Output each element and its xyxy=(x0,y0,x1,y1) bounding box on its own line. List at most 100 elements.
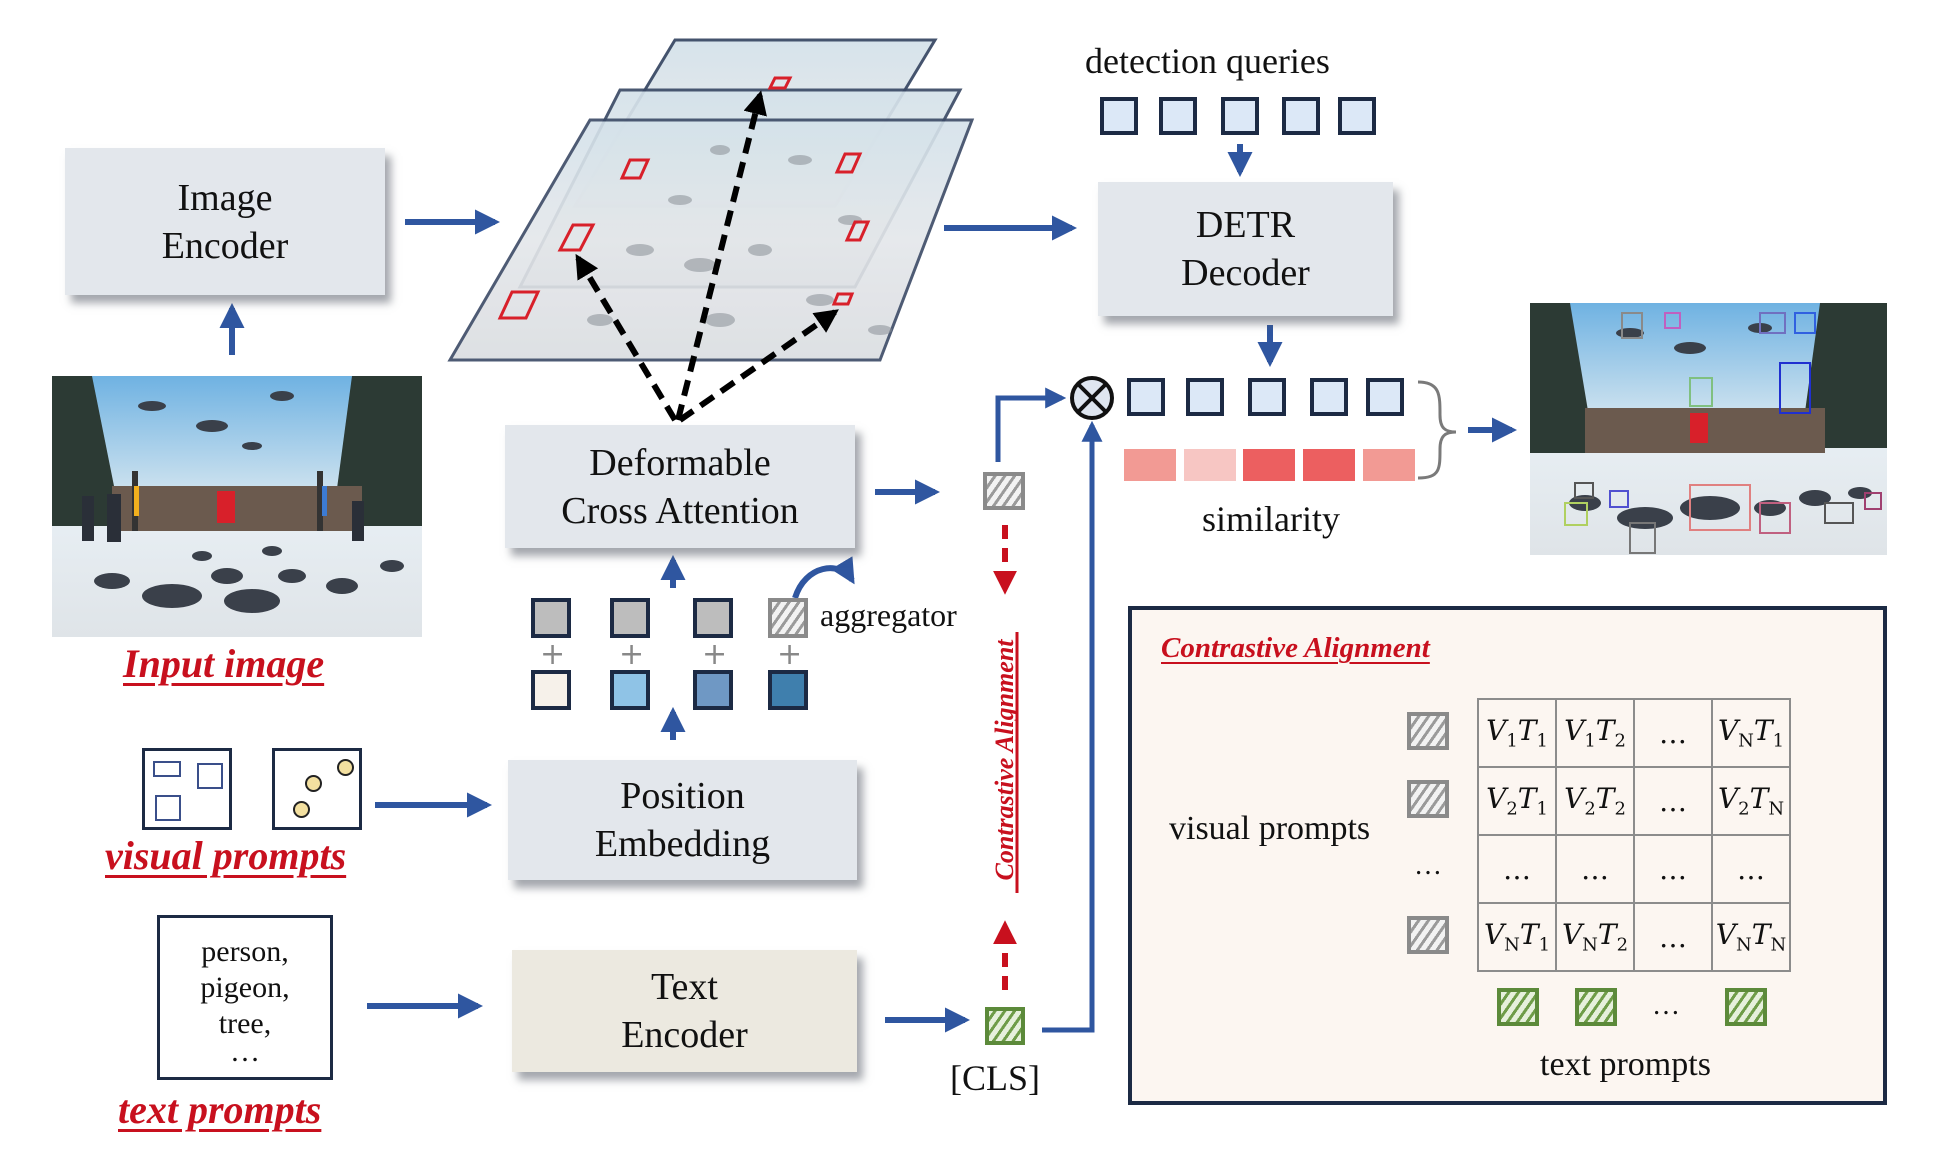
block-line: Position xyxy=(620,775,745,817)
block-line: Text xyxy=(651,966,718,1008)
text-prompt-token-column xyxy=(1575,988,1617,1026)
sampling-points xyxy=(497,76,871,320)
text-prompt-item: … xyxy=(230,1034,260,1068)
matrix-cell: V1T1 xyxy=(1477,698,1557,768)
row-ellipsis: … xyxy=(1414,850,1442,881)
sampling-arrow-left xyxy=(575,253,678,422)
block-line: Embedding xyxy=(594,823,771,865)
visual-prompt-embedding-token xyxy=(983,472,1025,510)
plus-sign: + xyxy=(540,637,566,672)
arrow-cls-to-multiply xyxy=(1042,420,1103,1033)
similarity-score xyxy=(1184,449,1236,481)
block-line: DETR xyxy=(1195,204,1296,246)
visual-prompt-token-row xyxy=(1407,916,1449,954)
brace-icon xyxy=(1417,380,1457,480)
plus-sign: + xyxy=(777,637,803,672)
visual-feature-token xyxy=(610,598,650,638)
plus-sign: + xyxy=(702,637,728,672)
matrix-cell: VNT1 xyxy=(1711,698,1791,768)
text-prompt-item: tree, xyxy=(218,1006,272,1040)
detection-query-token xyxy=(1338,97,1376,135)
matrix-cell: V2T1 xyxy=(1477,766,1557,836)
cls-token xyxy=(985,1007,1025,1045)
block-line: Cross Attention xyxy=(561,489,799,532)
text-encoder-block: Text Encoder xyxy=(512,950,857,1072)
plus-sign: + xyxy=(619,637,645,672)
block-line: Deformable xyxy=(589,441,771,484)
similarity-score xyxy=(1303,449,1355,481)
column-ellipsis: … xyxy=(1652,990,1680,1021)
contrastive-panel-title: Contrastive Alignment xyxy=(1161,632,1430,664)
input-image-illustration xyxy=(52,376,422,637)
text-prompt-item: pigeon, xyxy=(200,970,290,1004)
similarity-score xyxy=(1124,449,1176,481)
position-embedding-token xyxy=(693,670,733,710)
output-image-illustration xyxy=(1530,303,1887,555)
sampling-arrow-right xyxy=(678,309,839,423)
block-line: Image xyxy=(177,176,273,219)
position-embedding-token xyxy=(768,670,808,710)
aggregator-label: aggregator xyxy=(820,597,957,633)
matrix-cell: VNT2 xyxy=(1555,902,1635,972)
detection-query-token xyxy=(1221,97,1259,135)
matrix-cell: … xyxy=(1633,902,1713,972)
matrix-cell: V2TN xyxy=(1711,766,1791,836)
aggregator-token xyxy=(768,598,808,638)
matrix-cell: … xyxy=(1633,698,1713,768)
output-query-token xyxy=(1310,378,1348,416)
output-detection-image xyxy=(1530,303,1887,555)
block-line: Encoder xyxy=(621,1014,748,1056)
position-embedding-token xyxy=(531,670,571,710)
matrix-cell: … xyxy=(1633,766,1713,836)
sampling-arrow-up xyxy=(675,90,767,421)
visual-prompts-row-label: visual prompts xyxy=(1169,810,1371,847)
output-query-token xyxy=(1186,378,1224,416)
box-prompt-icon xyxy=(142,748,232,830)
matrix-cell: VNTN xyxy=(1711,902,1791,972)
position-embedding-block: Position Embedding xyxy=(508,760,857,880)
arrow-visual-token-to-multiply xyxy=(995,387,1067,462)
text-prompt-input-box: person, pigeon, tree, … xyxy=(157,915,333,1080)
detection-queries-label: detection queries xyxy=(1085,41,1330,81)
output-query-token xyxy=(1127,378,1165,416)
detection-boxes xyxy=(1564,312,1882,554)
matrix-cell: V1T2 xyxy=(1555,698,1635,768)
detection-query-token xyxy=(1282,97,1320,135)
visual-feature-token xyxy=(693,598,733,638)
image-encoder-block: Image Encoder xyxy=(65,148,385,295)
point-prompt-icon xyxy=(272,748,362,830)
matrix-cell: VNT1 xyxy=(1477,902,1557,972)
cls-token-label: [CLS] xyxy=(950,1058,1040,1098)
detection-query-token xyxy=(1159,97,1197,135)
visual-prompt-token-row xyxy=(1407,780,1449,818)
block-line: Encoder xyxy=(161,224,289,267)
text-prompt-token-column xyxy=(1725,988,1767,1026)
arrow-aggregator-curve xyxy=(792,556,855,600)
text-prompt-item: person, xyxy=(201,934,289,968)
visual-feature-token xyxy=(531,598,571,638)
output-query-token xyxy=(1366,378,1404,416)
matrix-cell: … xyxy=(1555,834,1635,904)
deformable-cross-attention-block: Deformable Cross Attention xyxy=(505,425,855,548)
similarity-score xyxy=(1243,449,1295,481)
feature-map-level-1 xyxy=(447,118,975,362)
contrastive-alignment-panel: Contrastive Alignment visual prompts tex… xyxy=(1128,606,1887,1105)
similarity-label: similarity xyxy=(1202,499,1340,539)
matrix-cell: … xyxy=(1711,834,1791,904)
matrix-row: ………… xyxy=(1477,834,1791,904)
text-prompts-label: text prompts xyxy=(118,1087,322,1132)
matrix-cell: … xyxy=(1633,834,1713,904)
detection-query-token xyxy=(1100,97,1138,135)
visual-prompts-label: visual prompts xyxy=(105,833,347,878)
text-prompts-column-label: text prompts xyxy=(1540,1046,1711,1083)
output-query-token xyxy=(1248,378,1286,416)
multiply-icon xyxy=(1070,376,1114,420)
contrastive-alignment-vertical-label: Contrastive Alignment xyxy=(990,639,1019,881)
matrix-cell: V2T2 xyxy=(1555,766,1635,836)
